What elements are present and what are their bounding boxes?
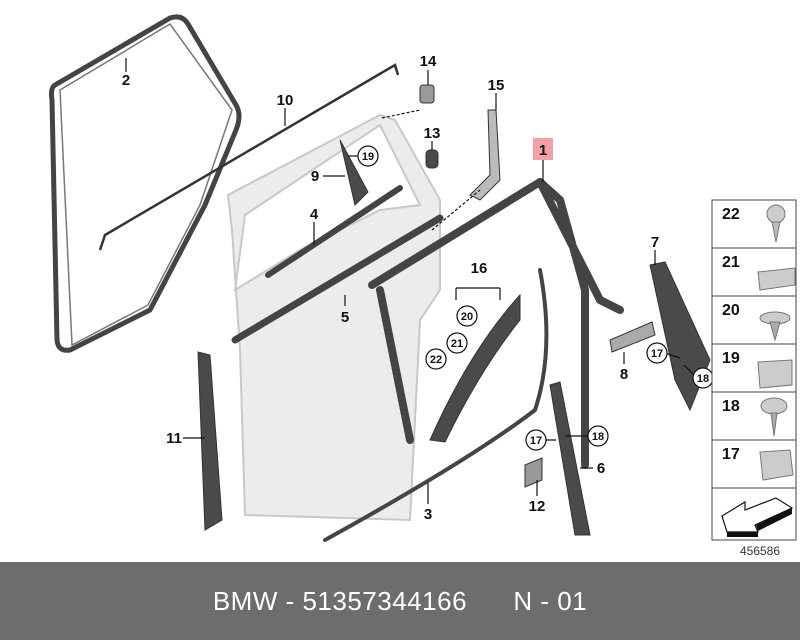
footer-part-number: 51357344166 xyxy=(302,585,468,616)
svg-text:21: 21 xyxy=(722,254,740,271)
figure-number: 456586 xyxy=(740,544,780,558)
part-12 xyxy=(524,457,543,488)
part-3 xyxy=(323,268,549,542)
part-5 xyxy=(231,214,444,344)
callout-2[interactable]: 2 xyxy=(122,72,130,89)
screw-icon xyxy=(760,397,788,415)
circled-17[interactable]: 17 xyxy=(530,435,542,447)
circled-20[interactable]: 20 xyxy=(461,311,473,323)
part-16 xyxy=(429,293,521,443)
callout-15[interactable]: 15 xyxy=(488,77,505,94)
callout-16[interactable]: 16 xyxy=(471,260,488,277)
part-11 xyxy=(197,351,223,531)
callout-5[interactable]: 5 xyxy=(341,309,349,326)
panel-item-22[interactable]: 22 xyxy=(711,199,797,249)
part-15 xyxy=(469,109,501,201)
callout-10[interactable]: 10 xyxy=(277,92,294,109)
leader-lines xyxy=(125,58,695,504)
footer-brand: BMW xyxy=(212,585,278,616)
svg-text:20: 20 xyxy=(722,302,740,319)
panel-item-17[interactable]: 17 xyxy=(711,439,797,489)
part-8 xyxy=(609,321,656,353)
callout-6[interactable]: 6 xyxy=(597,460,605,477)
callout-3[interactable]: 3 xyxy=(424,506,432,523)
panel-item-19[interactable]: 19 xyxy=(711,343,797,393)
part-14 xyxy=(419,84,435,104)
highlight-part-1 xyxy=(533,138,553,160)
callout-8[interactable]: 8 xyxy=(620,366,628,383)
svg-text:22: 22 xyxy=(722,206,740,223)
panel-item-20[interactable]: 20 xyxy=(711,295,797,345)
panel-direction-arrow xyxy=(711,487,797,541)
callout-12[interactable]: 12 xyxy=(529,498,546,515)
footer-bar: BMW - 51357344166 N - 01 xyxy=(0,562,800,640)
roof-strip xyxy=(98,63,400,251)
bolt-icon xyxy=(766,204,786,224)
part-1-frame xyxy=(368,178,624,469)
part-4 xyxy=(265,185,403,278)
circled-17[interactable]: 17 xyxy=(651,348,663,360)
clip-icon xyxy=(757,359,793,389)
circled-18[interactable]: 18 xyxy=(592,431,604,443)
part-6 xyxy=(549,381,591,536)
callout-9[interactable]: 9 xyxy=(311,168,319,185)
door-shell xyxy=(226,113,441,522)
part-9 xyxy=(339,139,369,206)
circled-18[interactable]: 18 xyxy=(697,373,709,385)
circled-19[interactable]: 19 xyxy=(362,151,374,163)
svg-text:18: 18 xyxy=(722,398,740,415)
circled-21[interactable]: 21 xyxy=(451,338,463,350)
parts-diagram: 1 2 3 4 5 6 7 8 9 10 11 12 13 14 15 16 1… xyxy=(48,14,797,558)
callout-13[interactable]: 13 xyxy=(424,125,441,142)
door-seal xyxy=(48,14,242,353)
fastener-panel: 22 21 20 19 18 17 xyxy=(711,199,797,558)
clip-nut-icon xyxy=(757,267,796,291)
callout-11[interactable]: 11 xyxy=(166,430,182,447)
callout-7[interactable]: 7 xyxy=(651,234,659,251)
callout-14[interactable]: 14 xyxy=(420,53,437,70)
svg-text:17: 17 xyxy=(722,446,740,463)
circled-22[interactable]: 22 xyxy=(430,354,442,366)
callout-1[interactable]: 1 xyxy=(539,142,547,159)
expanding-nut-icon xyxy=(759,449,794,481)
footer-code: N - 01 xyxy=(513,585,588,616)
circled-callouts: 19 20 21 22 17 18 17 18 xyxy=(357,145,714,451)
callout-4[interactable]: 4 xyxy=(310,206,319,223)
part-13 xyxy=(425,149,439,169)
panel-item-18[interactable]: 18 xyxy=(711,391,797,441)
svg-text:19: 19 xyxy=(722,350,740,367)
panel-item-21[interactable]: 21 xyxy=(711,247,797,297)
